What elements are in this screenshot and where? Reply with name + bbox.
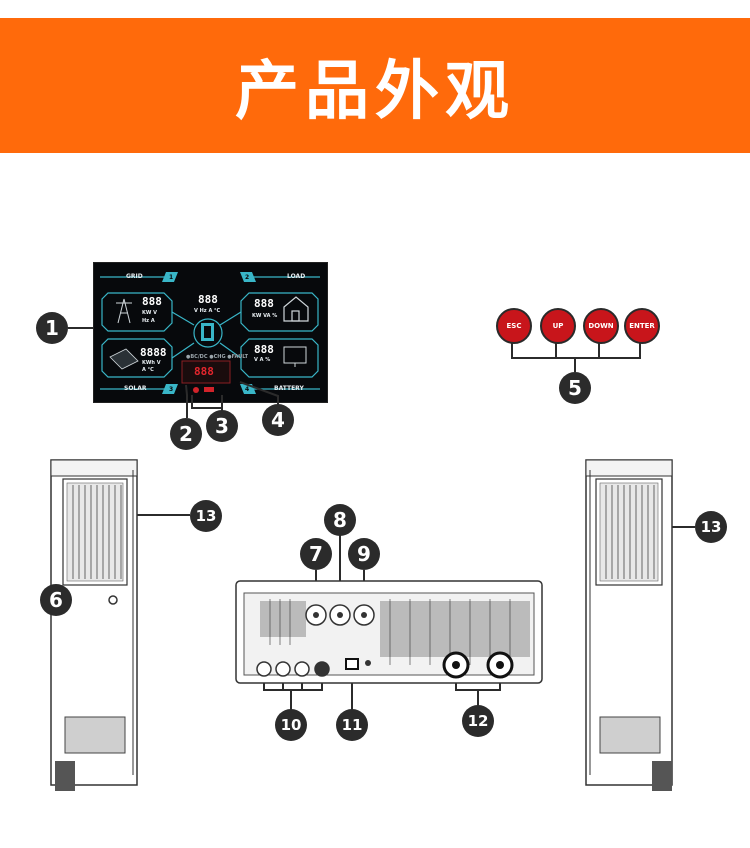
grid-label: GRID	[126, 273, 143, 280]
corner-number-1: 1	[169, 274, 174, 281]
load-label: LOAD	[287, 273, 306, 280]
callout-5: 5	[559, 372, 591, 404]
red-digits: 888	[194, 365, 214, 378]
grid-digits: 888	[142, 295, 162, 308]
lcd-display: GRID LOAD SOLAR BATTERY 1 2 3 4 888 KW V…	[93, 262, 328, 403]
callout-1: 1	[36, 312, 68, 344]
down-button[interactable]: DOWN	[583, 308, 619, 344]
battery-units: V A %	[254, 357, 271, 363]
callout-10: 10	[275, 709, 307, 741]
corner-number-3: 3	[169, 386, 174, 393]
callout-6: 6	[40, 584, 72, 616]
page-title: 产品外观	[235, 54, 515, 129]
rear-panel	[235, 580, 543, 684]
right-side-unit	[585, 459, 673, 791]
grid-units-2: Hz A	[142, 318, 155, 324]
status-indicators: ●BC/DC ●CHG ●FAULT	[186, 354, 249, 360]
callout-4: 4	[262, 404, 294, 436]
up-button[interactable]: UP	[540, 308, 576, 344]
callout-3: 3	[206, 410, 238, 442]
load-units: KW VA %	[252, 313, 278, 319]
callout-13-left: 13	[190, 500, 222, 532]
callout-7: 7	[300, 538, 332, 570]
solar-units-2: A °C	[142, 367, 154, 373]
title-banner: 产品外观	[0, 18, 750, 153]
callout-13-right: 13	[695, 511, 727, 543]
callout-12: 12	[462, 705, 494, 737]
solar-units-1: KWh V	[142, 360, 161, 366]
corner-number-4: 4	[245, 386, 250, 393]
callout-11: 11	[336, 709, 368, 741]
callout-9: 9	[348, 538, 380, 570]
solar-label: SOLAR	[124, 385, 147, 392]
battery-digits: 888	[254, 343, 274, 356]
enter-button[interactable]: ENTER	[624, 308, 660, 344]
center-digits: 888	[198, 293, 218, 306]
callout-2: 2	[170, 418, 202, 450]
corner-number-2: 2	[245, 274, 250, 281]
grid-units-1: KW V	[142, 310, 157, 316]
callout-8: 8	[324, 504, 356, 536]
left-side-unit	[50, 459, 138, 791]
battery-label: BATTERY	[274, 385, 304, 392]
solar-digits: 8888	[140, 346, 167, 359]
load-digits: 888	[254, 297, 274, 310]
center-units: V Hz A °C	[194, 308, 221, 314]
esc-button[interactable]: ESC	[496, 308, 532, 344]
